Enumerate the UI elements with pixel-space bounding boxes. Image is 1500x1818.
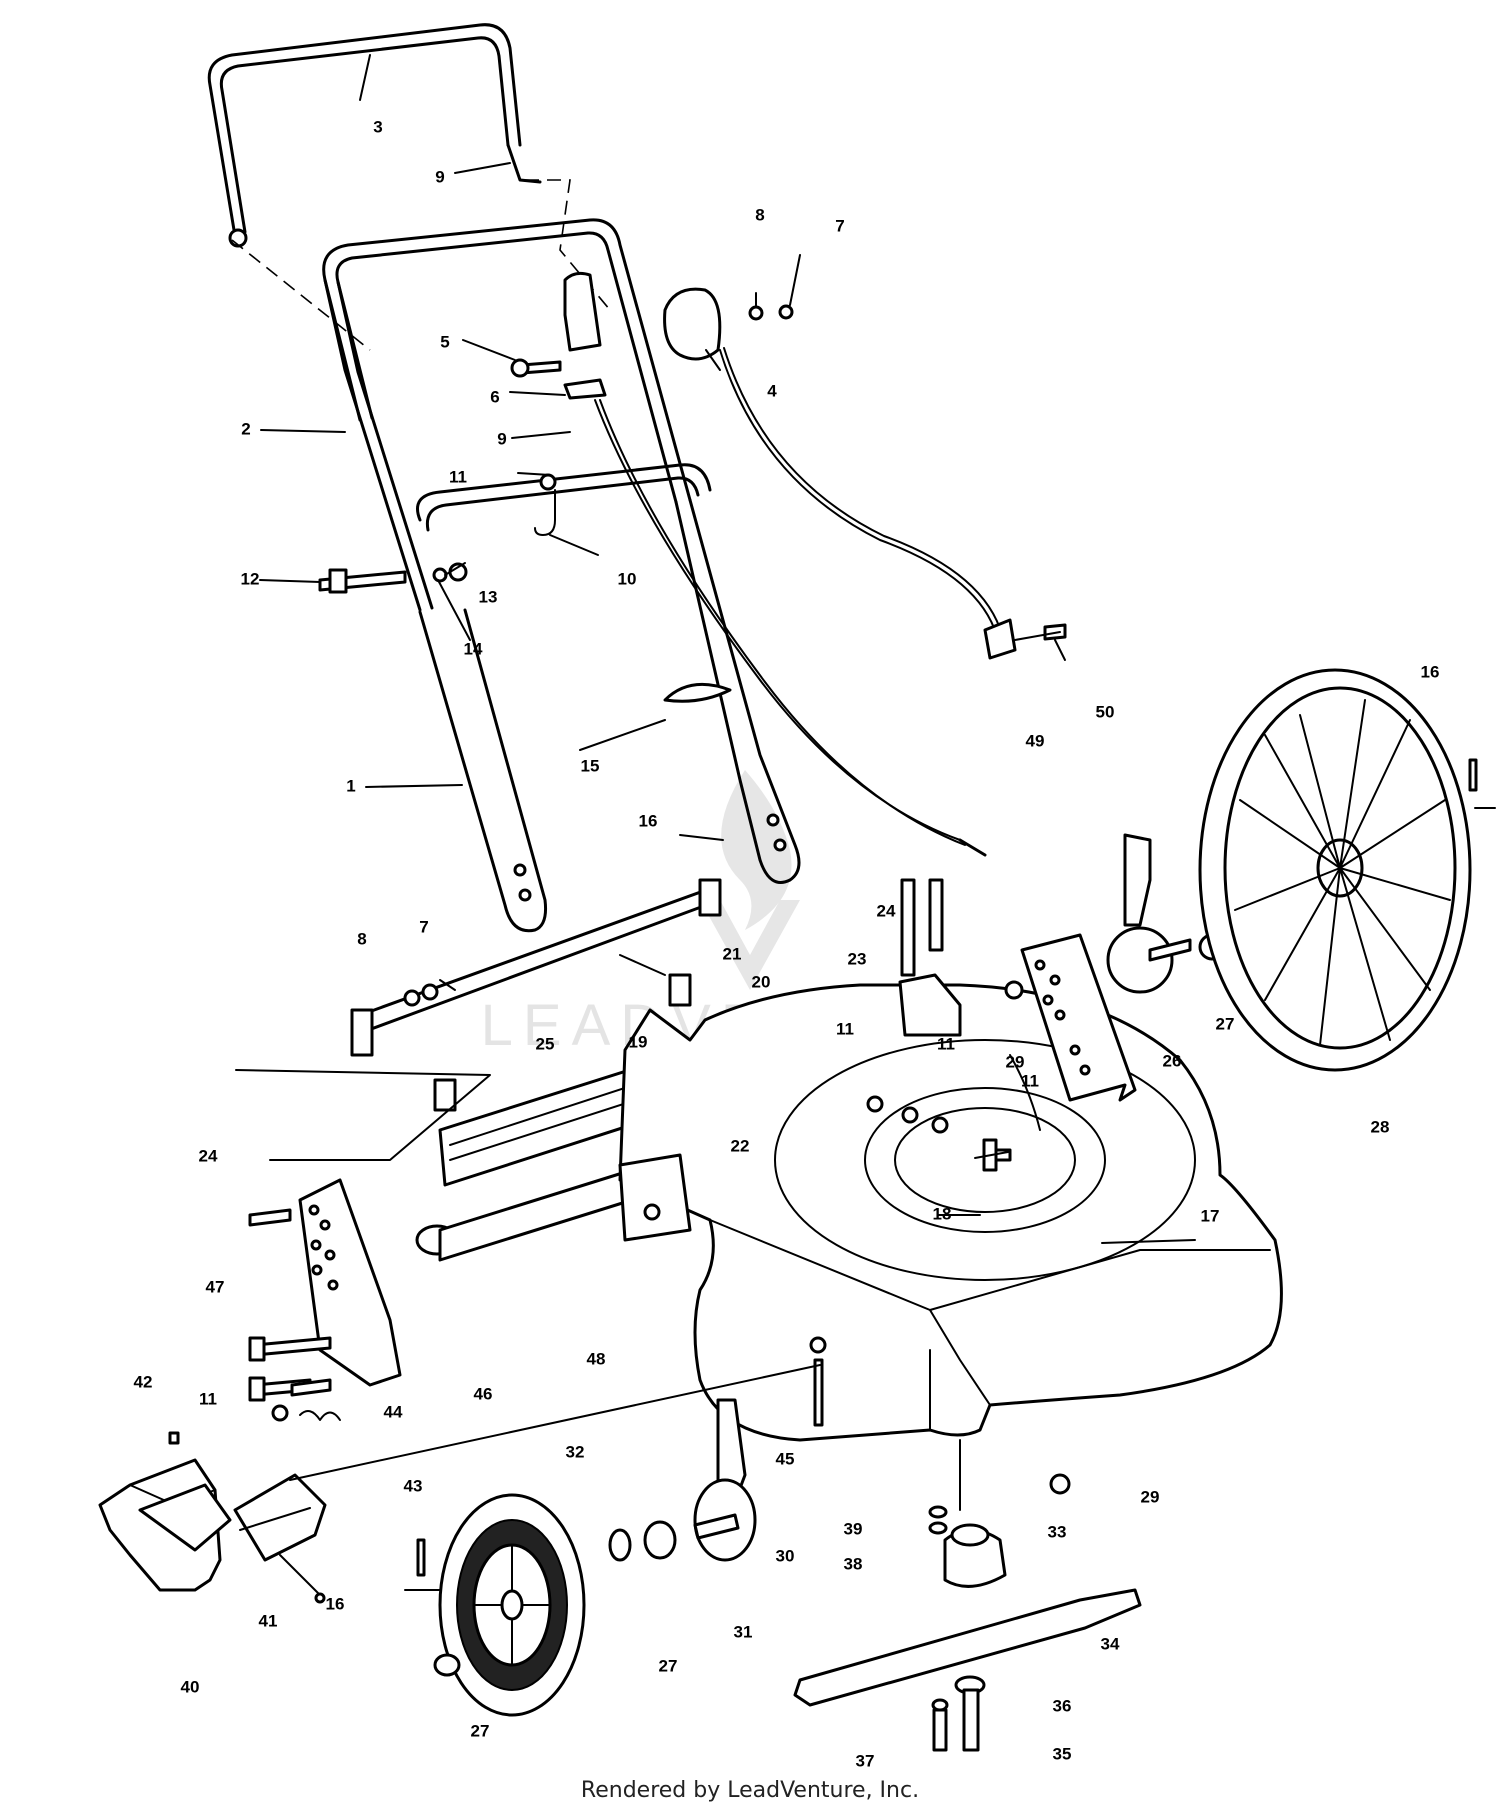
callout-41: 41: [259, 1611, 278, 1630]
callout-16-handle: 16: [639, 811, 658, 830]
callout-40: 40: [181, 1677, 200, 1696]
callout-7-bottom: 7: [419, 917, 428, 936]
bail-bracket: [563, 271, 607, 400]
callout-11-mount: 11: [937, 1034, 955, 1053]
callout-16-front: 16: [326, 1594, 345, 1613]
front-wheel: [404, 1493, 677, 1717]
callout-38: 38: [844, 1554, 863, 1573]
callout-11-handle: 11: [449, 467, 467, 486]
callout-44: 44: [384, 1402, 403, 1421]
callout-10: 10: [618, 569, 637, 588]
callout-35: 35: [1053, 1744, 1072, 1763]
callout-2: 2: [241, 419, 250, 438]
callout-36: 36: [1053, 1696, 1072, 1715]
callout-47: 47: [206, 1277, 225, 1296]
callout-11-deck-right: 11: [1021, 1071, 1039, 1090]
callout-13: 13: [479, 587, 498, 606]
rear-plate: [1004, 933, 1137, 1102]
lower-handle: [418, 498, 801, 933]
rear-axle-bracket: [350, 878, 722, 1057]
callout-26: 26: [1163, 1051, 1182, 1070]
callout-27-axle: 27: [471, 1721, 490, 1740]
callout-45: 45: [776, 1449, 795, 1468]
callout-1: 1: [346, 776, 355, 795]
callout-19: 19: [629, 1032, 648, 1051]
callout-31: 31: [734, 1622, 753, 1641]
control-cables: [594, 347, 1006, 857]
callout-14: 14: [464, 639, 483, 658]
callout-29-front: 29: [1141, 1487, 1160, 1506]
callout-21: 21: [723, 944, 742, 963]
callout-25: 25: [536, 1034, 555, 1053]
blade-assembly: [793, 1439, 1142, 1752]
leader-lines: [259, 54, 1196, 1244]
callout-15: 15: [581, 756, 600, 775]
front-height-adjuster: [693, 1398, 757, 1562]
callout-3: 3: [373, 117, 382, 136]
callout-50: 50: [1096, 702, 1115, 721]
callout-5: 5: [440, 332, 449, 351]
rear-wheel: [1198, 668, 1496, 1072]
callout-18: 18: [933, 1204, 952, 1223]
callout-11-deck-left: 11: [836, 1019, 854, 1038]
footer-credit: Rendered by LeadVenture, Inc.: [580, 1778, 920, 1803]
callout-17: 17: [1201, 1206, 1220, 1225]
callout-43: 43: [404, 1476, 423, 1495]
cable-clip: [663, 682, 732, 703]
callout-24-plate: 24: [199, 1146, 218, 1165]
callout-6: 6: [490, 387, 499, 406]
engine-control: [663, 287, 794, 361]
callout-11-chute: 11: [199, 1389, 217, 1408]
deck-mounts: [866, 878, 962, 1134]
callout-labels: 1 2 3 4 5 6 7 7 8 8 9 9 10 11 11 11 11 1…: [134, 117, 1440, 1770]
callout-4: 4: [767, 381, 777, 400]
callout-16-rear: 16: [1421, 662, 1440, 681]
middle-handle: [322, 218, 712, 612]
cable-bracket: [983, 618, 1067, 660]
callout-12: 12: [241, 569, 260, 588]
callout-8-top: 8: [755, 205, 764, 224]
callout-27-front: 27: [659, 1656, 678, 1675]
callout-9-bottom: 9: [497, 429, 506, 448]
callout-28: 28: [1371, 1117, 1390, 1136]
callout-33: 33: [1048, 1522, 1067, 1541]
callout-23: 23: [848, 949, 867, 968]
callout-48: 48: [587, 1349, 606, 1368]
callout-37: 37: [856, 1751, 875, 1770]
bolts-handle: [318, 358, 562, 594]
side-plate-left: [248, 1178, 402, 1387]
callout-32: 32: [566, 1442, 585, 1461]
callout-7-top: 7: [835, 216, 844, 235]
callout-8-bottom: 8: [357, 929, 366, 948]
callout-30: 30: [776, 1546, 795, 1565]
callout-49: 49: [1026, 731, 1045, 750]
callout-39: 39: [844, 1519, 863, 1538]
callout-24-mount: 24: [877, 901, 896, 920]
rear-brackets: [235, 973, 692, 1161]
callout-27-rear: 27: [1216, 1014, 1235, 1033]
discharge-chute: [98, 1364, 821, 1604]
callout-22: 22: [731, 1136, 750, 1155]
front-deck-bracket: [618, 1153, 827, 1427]
upper-handle: [207, 23, 611, 351]
callout-9-top: 9: [435, 167, 444, 186]
callout-20: 20: [752, 972, 771, 991]
rear-height-adjuster: [1106, 833, 1226, 994]
callout-29-rear: 29: [1006, 1052, 1025, 1071]
callout-46: 46: [474, 1384, 493, 1403]
callout-34: 34: [1101, 1634, 1120, 1653]
callout-42: 42: [134, 1372, 153, 1391]
bolts-left: [248, 1336, 332, 1402]
